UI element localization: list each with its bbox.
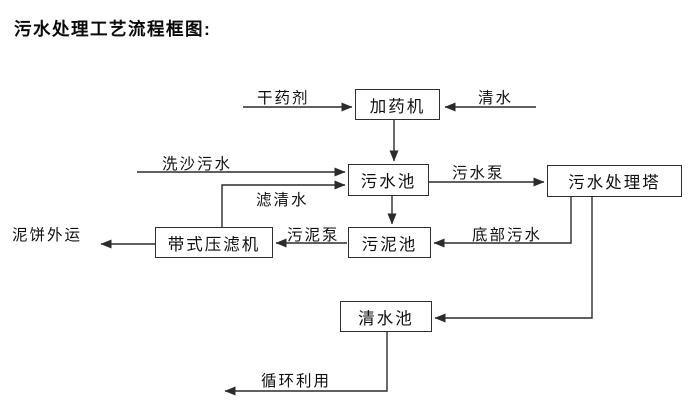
node-belt-filter-press: 带式压滤机 — [155, 227, 273, 258]
node-sewage-treatment-tower: 污水处理塔 — [547, 165, 682, 197]
edge-belt-filter-press-to-sewage-pool-filtered-water — [221, 180, 346, 227]
node-sewage-pool: 污水池 — [348, 164, 429, 196]
node-dosing-machine: 加药机 — [355, 89, 440, 120]
label-dry-chemical: 干药剂 — [257, 90, 310, 107]
node-sludge-pool: 污泥池 — [348, 227, 431, 258]
label-clean-water: 清水 — [478, 90, 514, 107]
page-title: 污水处理工艺流程框图: — [14, 19, 212, 39]
node-clean-water-pool: 清水池 — [340, 301, 432, 332]
label-sewage-pump: 污水泵 — [452, 165, 505, 182]
edge-clean-water-pool-to-recycling — [224, 332, 388, 396]
label-sludge-pump: 污泥泵 — [287, 227, 340, 244]
edge-treatment-tower-to-sludge-pool-bottom-sewage — [433, 197, 572, 248]
label-mud-cake-out: 泥饼外运 — [12, 227, 83, 244]
label-recycling-use: 循环利用 — [261, 373, 332, 390]
label-bottom-sewage: 底部污水 — [472, 227, 543, 244]
label-sand-washing-sewage: 洗沙污水 — [162, 156, 233, 173]
edge-treatment-tower-to-clean-water-pool — [434, 197, 593, 323]
label-filtered-water: 滤清水 — [256, 192, 309, 209]
